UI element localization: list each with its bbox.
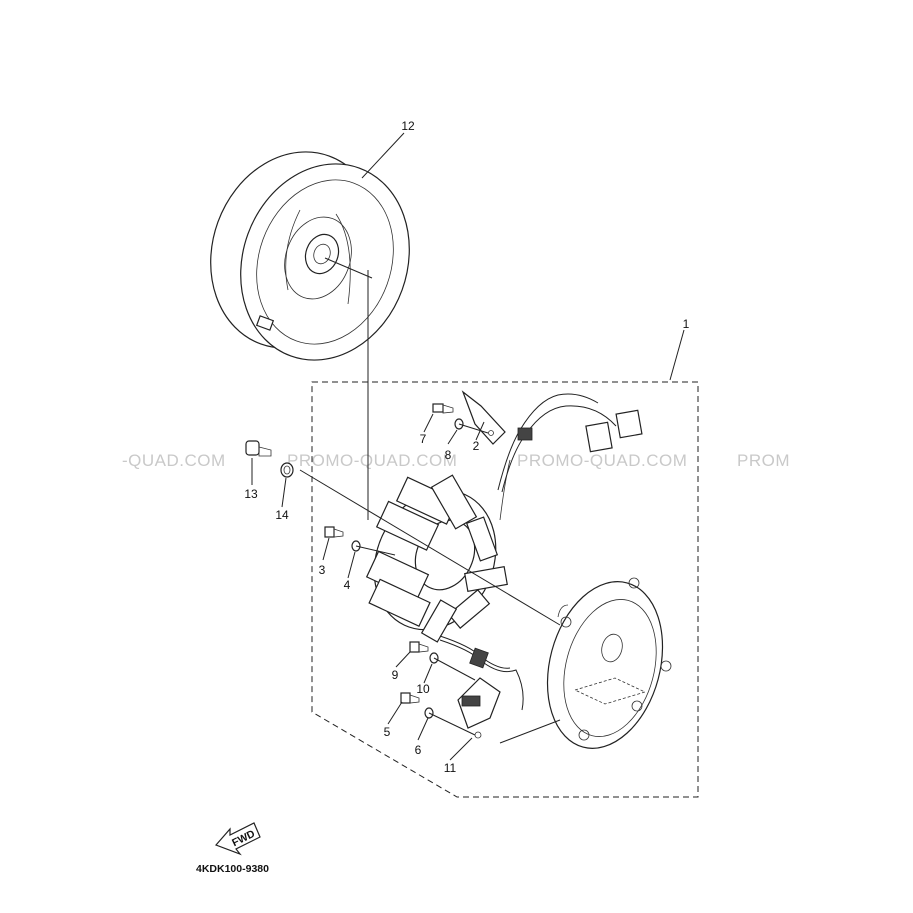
callout-2: 2 [473, 439, 480, 453]
watermark-text-4: PROM [737, 451, 790, 470]
callout-5: 5 [384, 725, 391, 739]
bolt-5 [400, 692, 420, 704]
callout-4: 4 [344, 578, 351, 592]
callout-8: 8 [445, 448, 452, 462]
alignment-lines [299, 257, 561, 744]
callout-labels: 12 1 2 7 8 13 14 3 4 9 10 5 6 11 [244, 119, 689, 775]
wire-harness [497, 393, 643, 493]
callout-14: 14 [275, 508, 289, 522]
bolt-7 [432, 403, 454, 414]
fwd-arrow-icon: FWD [214, 822, 261, 856]
watermark: -QUAD.COM PROMO-QUAD.COM PROMO-QUAD.COM … [122, 451, 790, 470]
callout-11: 11 [444, 761, 457, 775]
assembly-boundary [311, 381, 699, 798]
callout-1: 1 [683, 317, 690, 331]
watermark-text-1: -QUAD.COM [122, 451, 226, 470]
callout-10: 10 [416, 682, 430, 696]
pickup-coil [439, 635, 524, 739]
callout-6: 6 [415, 743, 422, 757]
bolt-13 [245, 440, 272, 457]
crankcase-cover [546, 577, 672, 749]
washer-14 [280, 462, 294, 478]
callout-12: 12 [401, 119, 415, 133]
watermark-text-2: PROMO-QUAD.COM [287, 451, 457, 470]
bolt-9 [409, 641, 429, 653]
leader-lines [251, 132, 685, 761]
flywheel-rotor [210, 151, 410, 361]
callout-3: 3 [319, 563, 326, 577]
diagram-code: 4KDK100-9380 [196, 863, 269, 875]
stator-coil [365, 459, 511, 643]
callout-7: 7 [420, 432, 427, 446]
bracket [461, 390, 506, 445]
callout-13: 13 [244, 487, 258, 501]
bolt-3 [324, 526, 344, 538]
callout-9: 9 [392, 668, 399, 682]
watermark-text-3: PROMO-QUAD.COM [517, 451, 687, 470]
